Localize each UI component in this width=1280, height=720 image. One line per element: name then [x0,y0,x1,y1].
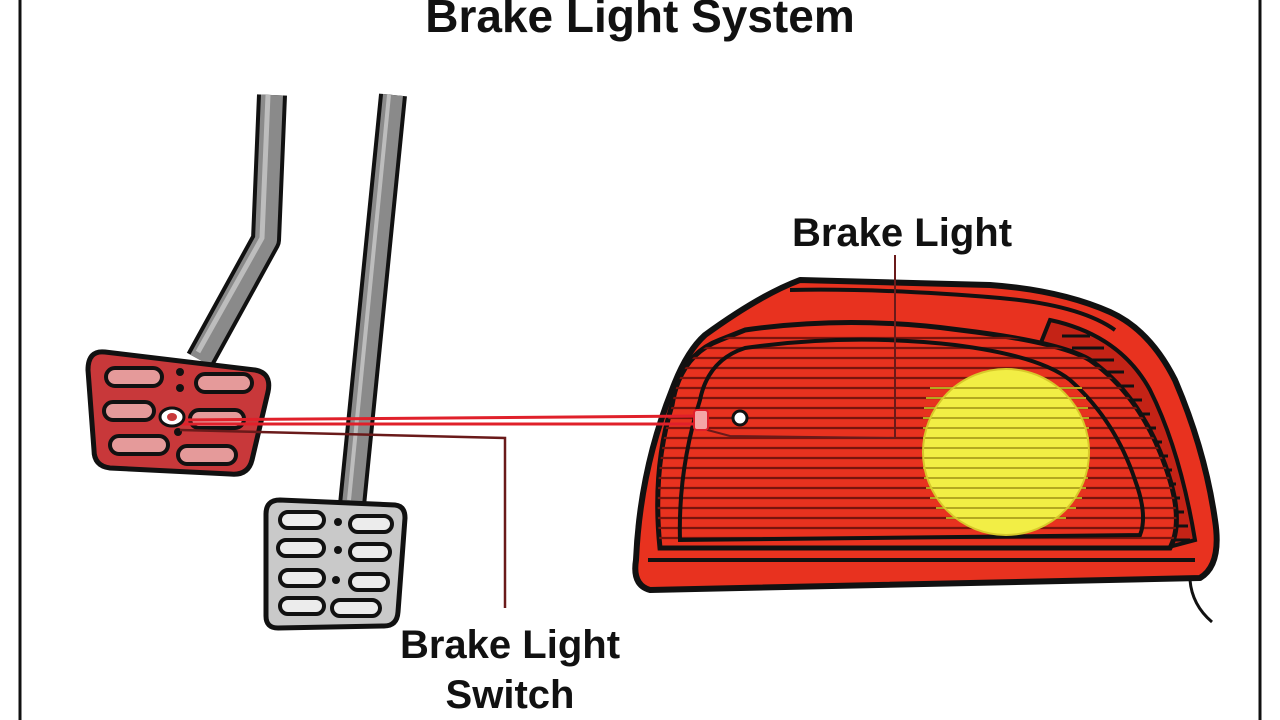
clutch-pedal-arm [338,93,407,507]
bulb-icon [922,368,1090,536]
brake-light-label: Brake Light [792,211,1012,255]
switch-label-line1: Brake Light [400,623,620,667]
brake-pedal-arm [186,94,287,368]
switch-leader [179,428,507,608]
brake-wiring [179,409,896,439]
diagram-title: Brake Light System [425,0,854,42]
switch-label-line2: Switch [446,673,575,717]
clutch-pedal-icon [263,497,408,631]
diagram-frame [18,0,1262,720]
brake-light-switch-marker [158,406,186,428]
